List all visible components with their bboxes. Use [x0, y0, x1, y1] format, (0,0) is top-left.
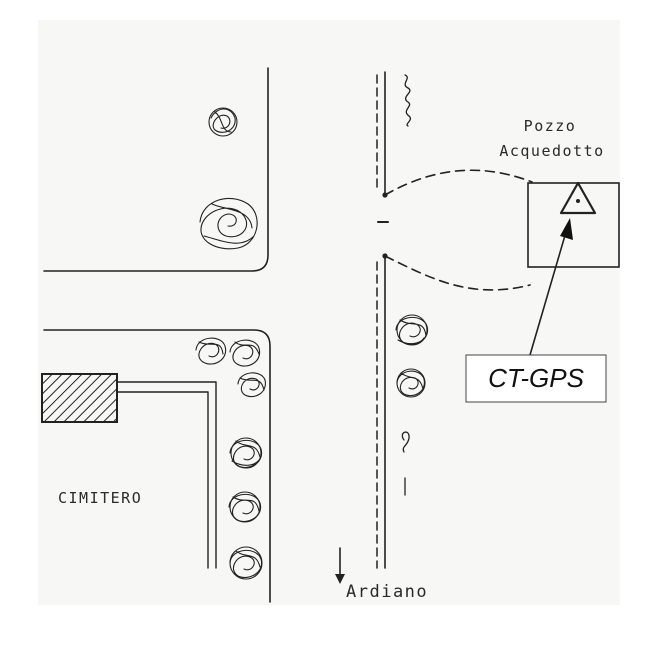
- station-label-box: [465, 354, 607, 403]
- hatched-building: [41, 373, 118, 423]
- pipe-upper-dashed: [384, 169, 533, 196]
- roadside-mark-top: [404, 74, 412, 127]
- pipe-lower-dashed: [384, 255, 531, 291]
- cemetery-label: CIMITERO: [58, 489, 142, 507]
- tree-icon: [237, 372, 266, 398]
- well-triangle-icon: [559, 181, 597, 215]
- cemetery-boundary-outer: [43, 329, 271, 603]
- well-label-line2: Acquedotto: [499, 142, 604, 160]
- tree-icon: [195, 337, 227, 365]
- tree-icon: [229, 546, 263, 580]
- tree-icon: [396, 368, 426, 398]
- roadside-mark-hook: [401, 431, 410, 453]
- cemetery-inner-wall-a: [117, 381, 217, 569]
- tree-scribbles: [195, 107, 429, 580]
- cemetery-inner-wall-b: [117, 391, 209, 569]
- station-arrow-shaft: [529, 231, 567, 356]
- tree-icon: [395, 314, 429, 346]
- station-arrow-head-icon: [560, 218, 573, 240]
- tree-icon: [229, 339, 261, 367]
- well-box: [527, 182, 620, 268]
- paper-background: [38, 20, 620, 605]
- direction-label: Ardiano: [346, 582, 428, 602]
- well-point-icon: [576, 199, 580, 203]
- tree-icon: [208, 107, 238, 137]
- well-label-line1: Pozzo: [524, 117, 577, 135]
- station-label: CT-GPS: [488, 363, 584, 393]
- upper-left-block: [43, 67, 269, 272]
- tree-icon: [229, 437, 263, 469]
- tree-icon: [228, 491, 262, 523]
- tree-icon: [199, 197, 258, 250]
- direction-arrow-head-icon: [335, 574, 345, 584]
